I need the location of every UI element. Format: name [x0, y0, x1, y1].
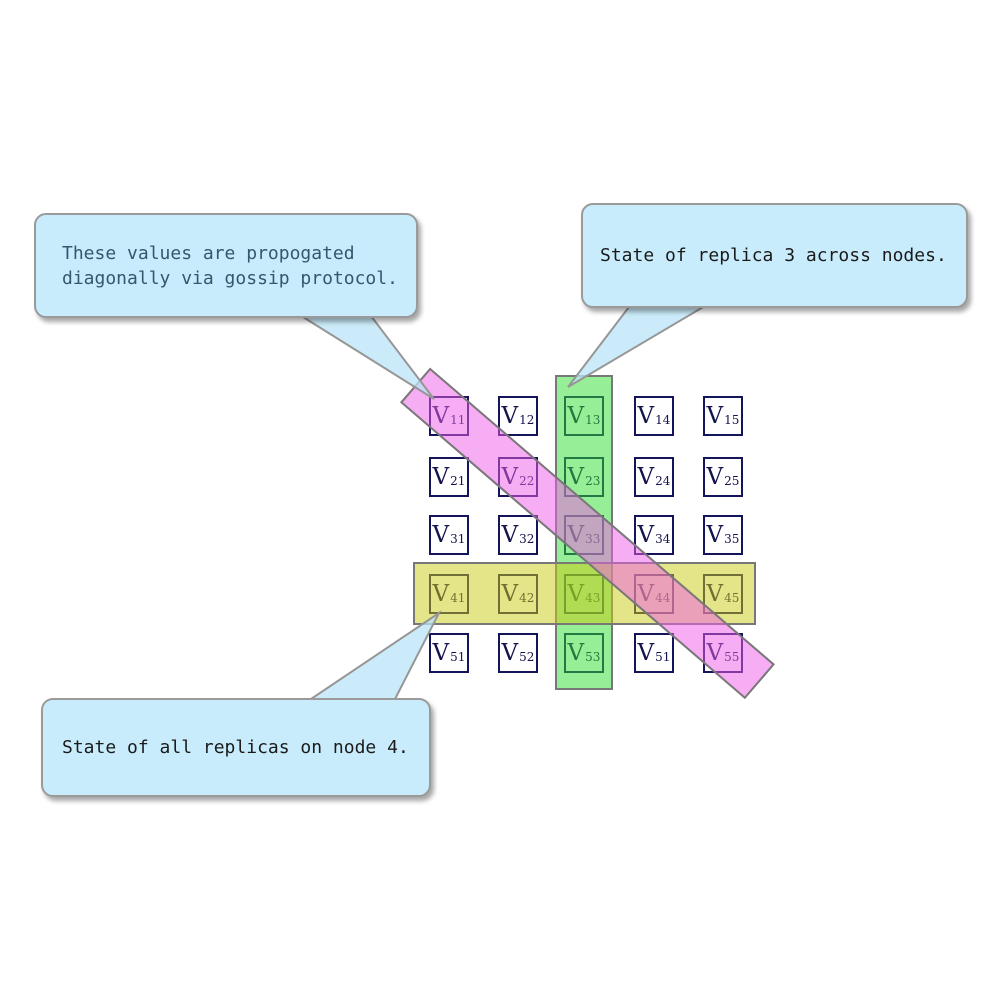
replica-callout-text: State of replica 3 across nodes.	[600, 245, 947, 266]
node-callout-text: State of all replicas on node 4.	[62, 737, 409, 758]
node-callout: State of all replicas on node 4.	[41, 698, 431, 797]
replica-callout: State of replica 3 across nodes.	[581, 203, 968, 308]
gossip-callout: These values are propogated diagonally v…	[34, 213, 418, 318]
gossip-callout-line1: These values are propogated	[62, 242, 355, 264]
node-callout-pointer	[301, 610, 442, 704]
gossip-callout-line2: diagonally via gossip protocol.	[62, 267, 398, 289]
